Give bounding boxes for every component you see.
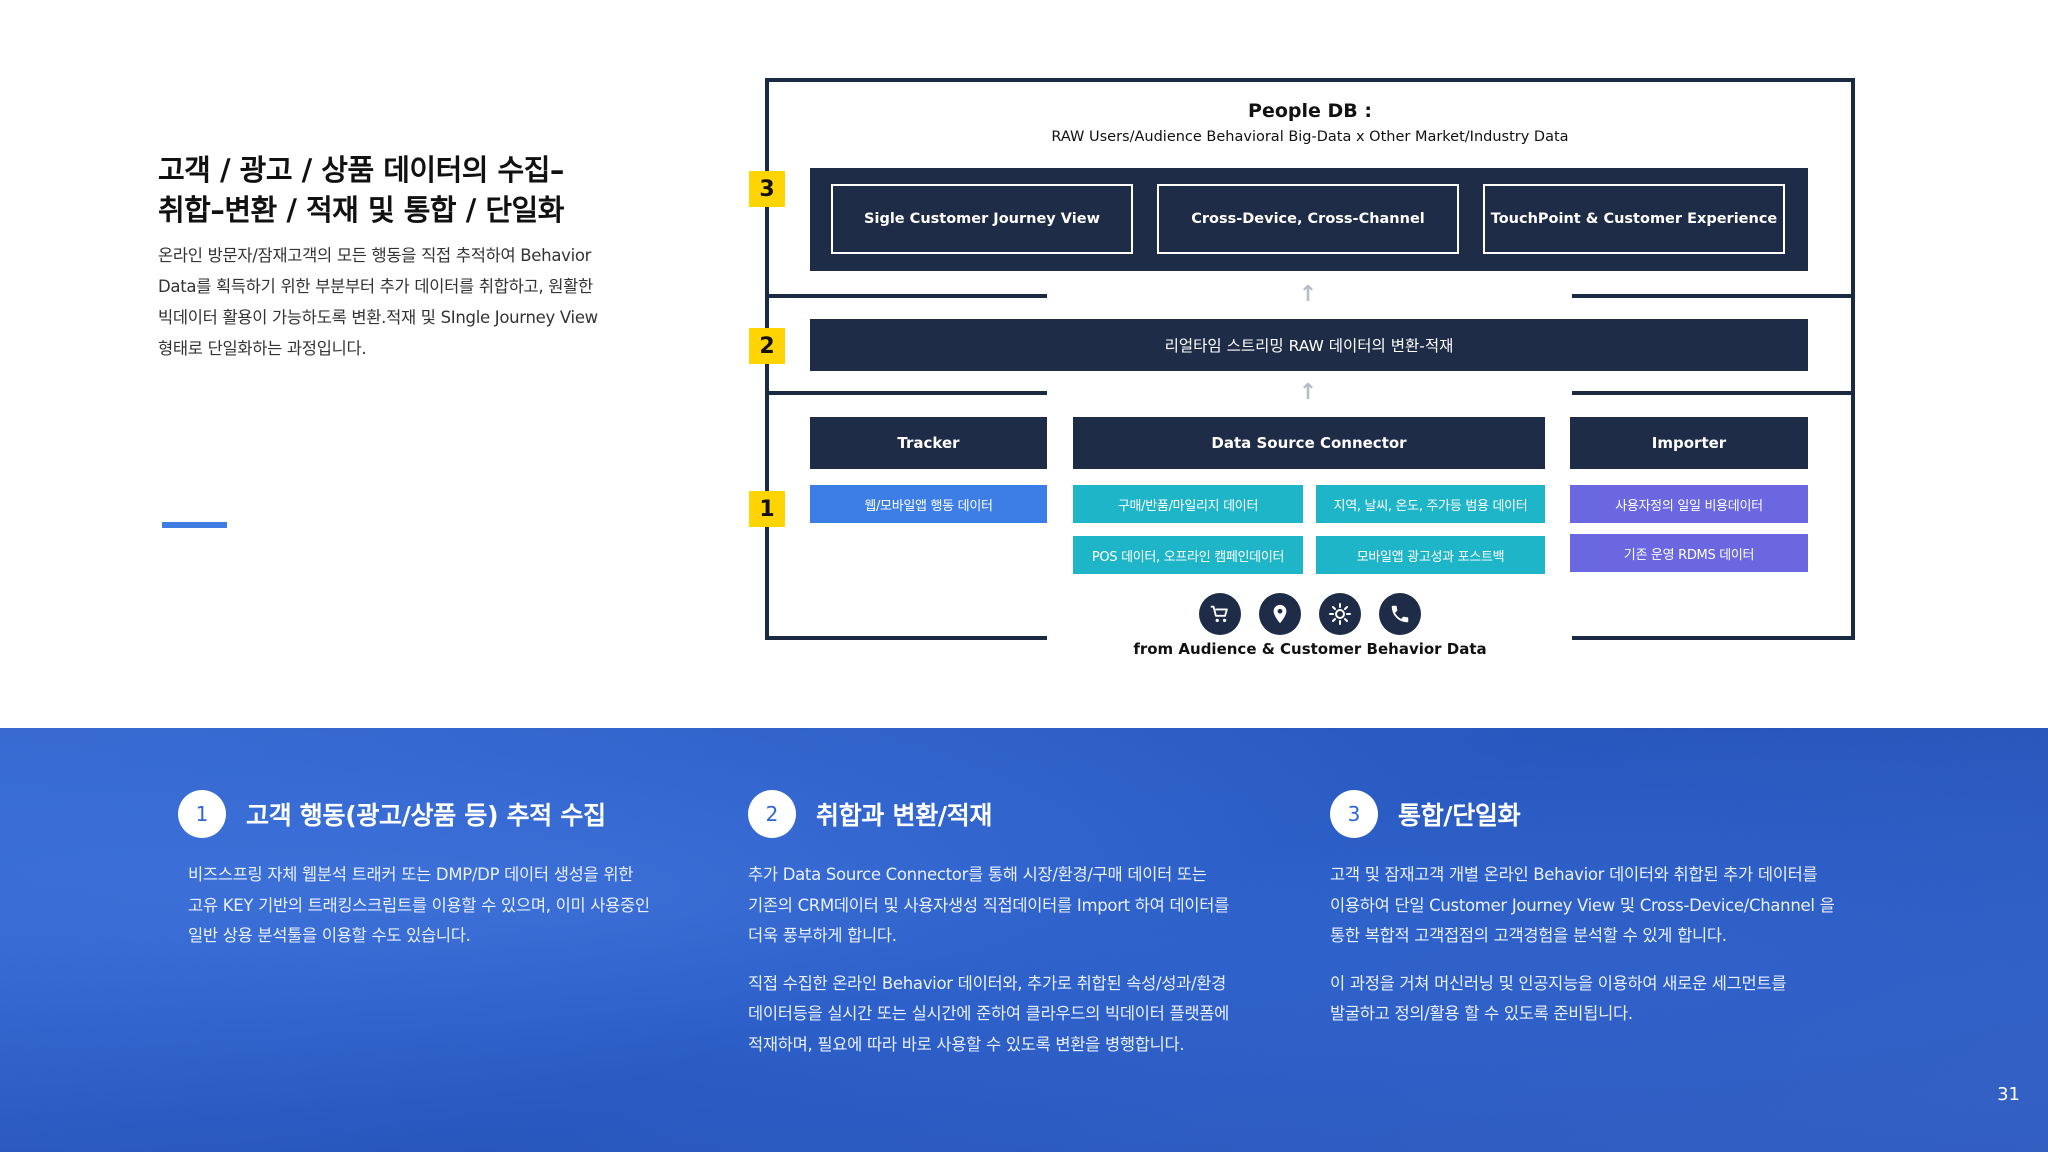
- location-pin-icon: [1259, 593, 1301, 635]
- divider-2-right: [1572, 391, 1855, 395]
- importer-chip: 사용자정의 일일 비용데이터: [1570, 485, 1808, 523]
- step-title: 취합과 변환/적재: [816, 801, 993, 830]
- step-number: 3: [1330, 790, 1378, 838]
- gear-sun-icon: [1319, 593, 1361, 635]
- level-badge-1: 1: [749, 491, 785, 527]
- view-single-journey: Sigle Customer Journey View: [831, 184, 1133, 254]
- level2-band: 리얼타임 스트리밍 RAW 데이터의 변환-적재: [810, 319, 1808, 371]
- frame-bottom-right: [1572, 636, 1855, 640]
- intro-section: 고객 / 광고 / 상품 데이터의 수집– 취합–변환 / 적재 및 통합 / …: [158, 150, 638, 364]
- step-3: 3 통합/단일화 고객 및 잠재고객 개별 온라인 Behavior 데이터와 …: [1330, 790, 1890, 1030]
- level-badge-2: 2: [749, 328, 785, 364]
- view-cross-device: Cross-Device, Cross-Channel: [1157, 184, 1459, 254]
- intro-title: 고객 / 광고 / 상품 데이터의 수집– 취합–변환 / 적재 및 통합 / …: [158, 153, 564, 227]
- importer-chip: 기존 운영 RDMS 데이터: [1570, 534, 1808, 572]
- intro-body: 온라인 방문자/잠재고객의 모든 행동을 직접 추적하여 Behavior Da…: [158, 246, 598, 358]
- connector-chip: POS 데이터, 오프라인 캠페인데이터: [1073, 536, 1303, 574]
- connector-header: Data Source Connector: [1073, 417, 1545, 469]
- step-number: 2: [748, 790, 796, 838]
- up-arrow-icon: ↑: [1298, 282, 1318, 307]
- step-number: 1: [178, 790, 226, 838]
- frame-right-lower: [1851, 296, 1855, 640]
- phone-icon: [1379, 593, 1421, 635]
- step-title: 통합/단일화: [1398, 801, 1521, 830]
- tracker-header: Tracker: [810, 417, 1047, 469]
- accent-bar: [162, 522, 227, 528]
- connector-chip: 지역, 날씨, 온도, 주가등 범용 데이터: [1316, 485, 1545, 523]
- from-audience-label: from Audience & Customer Behavior Data: [1133, 640, 1487, 658]
- up-arrow-icon: ↑: [1298, 380, 1318, 405]
- connector-chip: 모바일앱 광고성과 포스트백: [1316, 536, 1545, 574]
- cart-icon: [1199, 593, 1241, 635]
- frame-left-lower: [765, 296, 769, 640]
- step-text: 이 과정을 거쳐 머신러닝 및 인공지능을 이용하여 새로운 세그먼트를 발굴하…: [1330, 973, 1787, 1024]
- step-text: 직접 수집한 온라인 Behavior 데이터와, 추가로 취합된 속성/성과/…: [748, 973, 1230, 1054]
- step-text: 비즈스프링 자체 웹분석 트래커 또는 DMP/DP 데이터 생성을 위한 고유…: [188, 865, 650, 945]
- steps-band: [0, 728, 2048, 1152]
- level-badge-3: 3: [749, 171, 785, 207]
- page-number: 31: [1997, 1084, 2020, 1105]
- divider-2-left: [765, 391, 1047, 395]
- view-touchpoint: TouchPoint & Customer Experience: [1483, 184, 1785, 254]
- connector-chip: 구매/반품/마일리지 데이터: [1073, 485, 1303, 523]
- divider-1-left: [765, 294, 1047, 298]
- frame-bottom-left: [765, 636, 1047, 640]
- importer-header: Importer: [1570, 417, 1808, 469]
- step-2: 2 취합과 변환/적재 추가 Data Source Connector를 통해…: [748, 790, 1308, 1060]
- step-1: 1 고객 행동(광고/상품 등) 추적 수집 비즈스프링 자체 웹분석 트래커 …: [178, 790, 708, 952]
- diagram-subtitle: RAW Users/Audience Behavioral Big-Data x…: [1051, 129, 1569, 145]
- people-db-diagram: People DB : RAW Users/Audience Behaviora…: [749, 78, 1855, 658]
- step-text: 고객 및 잠재고객 개별 온라인 Behavior 데이터와 취합된 추가 데이…: [1330, 865, 1835, 945]
- step-text: 추가 Data Source Connector를 통해 시장/환경/구매 데이…: [748, 865, 1230, 945]
- step-title: 고객 행동(광고/상품 등) 추적 수집: [246, 801, 606, 830]
- divider-1-right: [1572, 294, 1855, 298]
- diagram-title: People DB :: [1248, 100, 1372, 122]
- tracker-chip: 웹/모바일앱 행동 데이터: [810, 485, 1047, 523]
